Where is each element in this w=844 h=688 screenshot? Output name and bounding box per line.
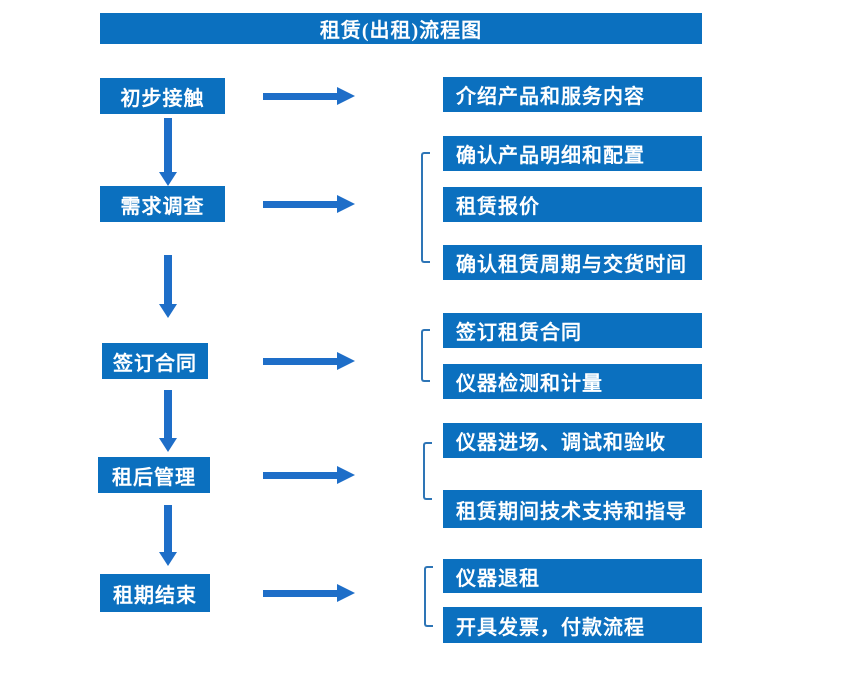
detail-box-sign-rental-contract: 签订租赁合同 xyxy=(443,313,702,348)
right-arrow-icon xyxy=(263,87,355,105)
step-box-post-rental-management: 租后管理 xyxy=(98,457,210,493)
detail-box-confirm-product-config: 确认产品明细和配置 xyxy=(443,136,702,171)
detail-box-instrument-testing: 仪器检测和计量 xyxy=(443,364,702,399)
right-arrow-icon xyxy=(263,466,355,484)
group-bracket-icon xyxy=(424,566,433,627)
detail-box-technical-support: 租赁期间技术支持和指导 xyxy=(443,490,702,528)
down-arrow-icon xyxy=(159,118,177,186)
group-bracket-icon xyxy=(421,329,430,382)
down-arrow-icon xyxy=(159,390,177,452)
detail-box-instrument-return: 仪器退租 xyxy=(443,559,702,593)
step-box-demand-survey: 需求调查 xyxy=(100,186,225,222)
down-arrow-icon xyxy=(159,505,177,566)
right-arrow-icon xyxy=(263,352,355,370)
detail-box-instrument-installation: 仪器进场、调试和验收 xyxy=(443,423,702,458)
flowchart-title: 租赁(出租)流程图 xyxy=(100,13,702,44)
down-arrow-icon xyxy=(159,255,177,318)
detail-box-introduce-products: 介绍产品和服务内容 xyxy=(443,77,702,112)
right-arrow-icon xyxy=(263,195,355,213)
step-box-initial-contact: 初步接触 xyxy=(100,78,225,114)
group-bracket-icon xyxy=(423,442,432,500)
detail-box-invoice-payment: 开具发票，付款流程 xyxy=(443,607,702,643)
step-box-sign-contract: 签订合同 xyxy=(102,343,208,379)
right-arrow-icon xyxy=(263,584,355,602)
detail-box-rental-quote: 租赁报价 xyxy=(443,187,702,222)
detail-box-confirm-rental-period: 确认租赁周期与交货时间 xyxy=(443,245,702,280)
step-box-rental-end: 租期结束 xyxy=(100,574,210,612)
group-bracket-icon xyxy=(421,152,430,263)
